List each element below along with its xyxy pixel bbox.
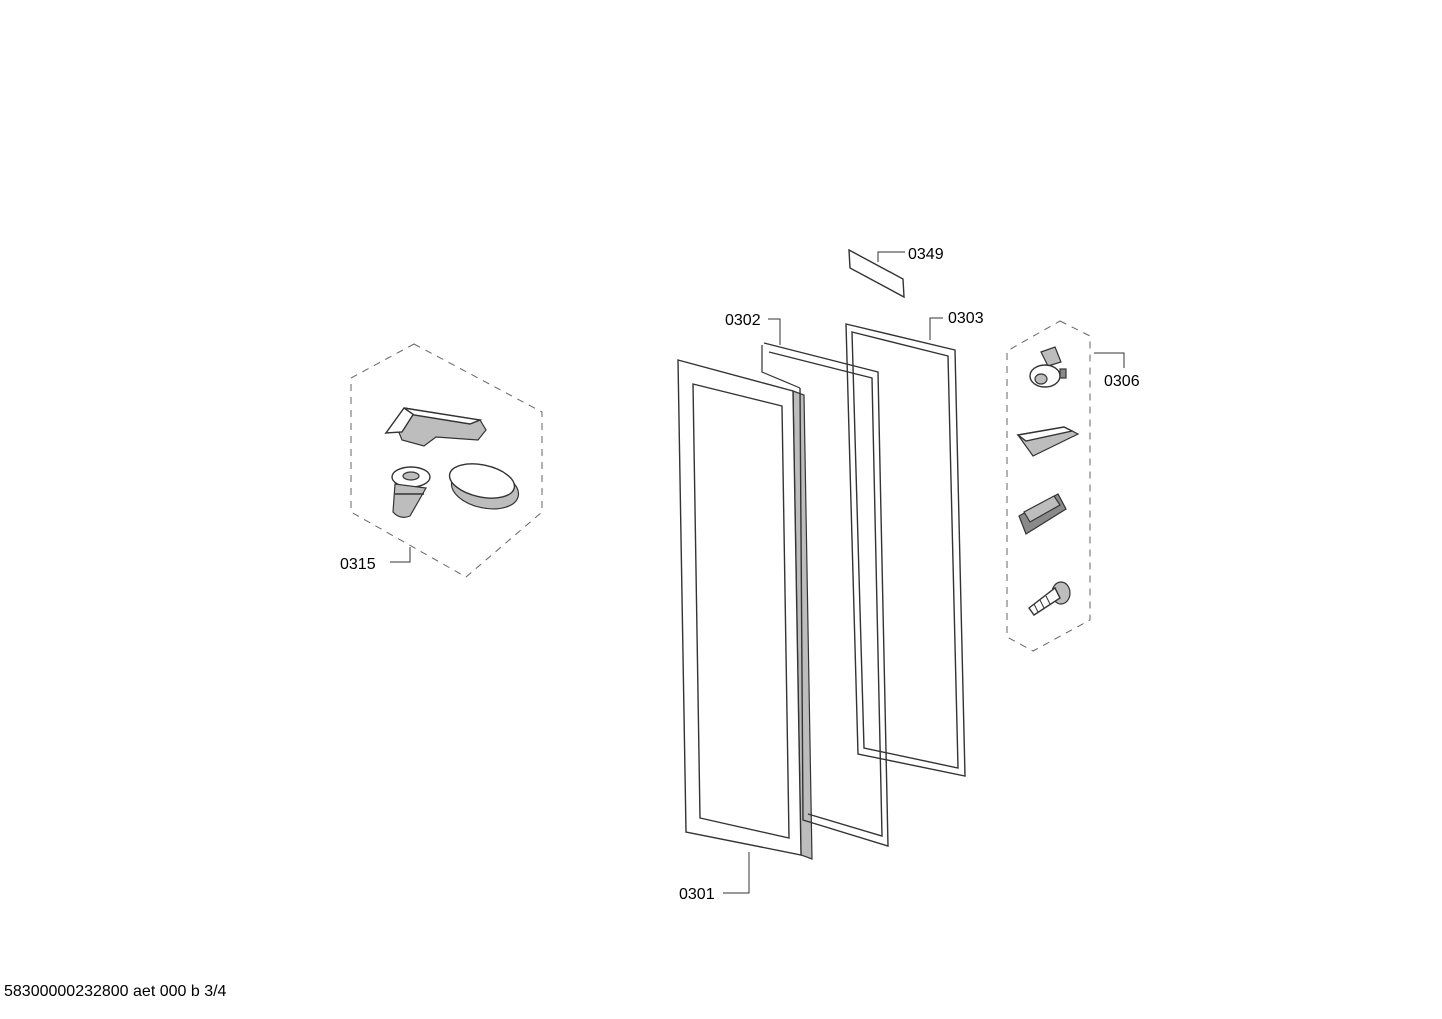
bushing-part [391,466,431,518]
screw-part [1028,581,1071,616]
callout-0315: 0315 [340,556,376,573]
leader-0303 [929,317,943,340]
part-group-0315: 0315 [340,343,543,578]
callout-0301: 0301 [679,886,715,903]
cap-part [448,463,520,510]
gasket-0303: 0303 [845,310,984,777]
callout-0306: 0306 [1104,373,1140,390]
callout-0303: 0303 [948,310,984,327]
strip-0349: 0349 [848,246,944,299]
leader-0349 [877,251,905,262]
leader-0315 [390,547,411,563]
flat-plate-part [1016,426,1080,457]
leader-0306 [1094,352,1125,368]
leader-0301 [723,852,750,894]
lock-cylinder-part [1029,346,1067,388]
part-group-0306: 0306 [1006,320,1140,652]
clip-bracket-part [1018,493,1067,535]
group-0306-outline [1006,320,1091,652]
gasket-0302: 0302 [725,312,889,847]
drawing-reference-footer: 58300000232800 aet 000 b 3/4 [4,983,227,1000]
leader-0302 [768,318,781,345]
callout-0349: 0349 [908,246,944,263]
hinge-bracket-part [384,407,487,447]
group-0315-outline [350,343,543,578]
door-panel-0301: 0301 [677,359,813,903]
callout-0302: 0302 [725,312,761,329]
